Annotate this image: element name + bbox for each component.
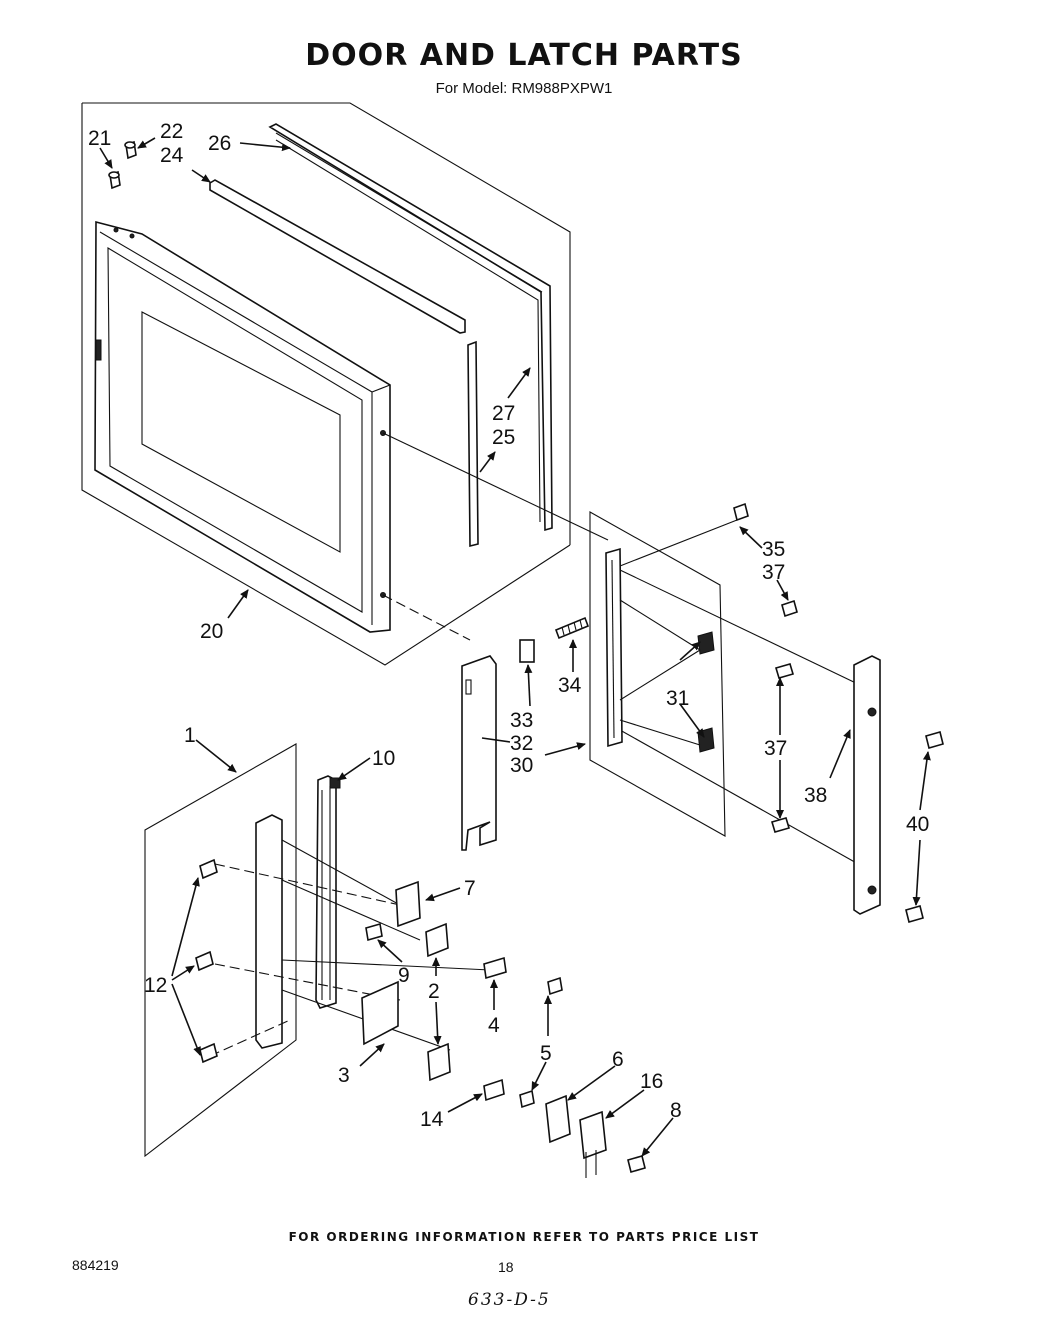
callout-32: 32 [510, 732, 533, 755]
bumper-part-14 [483, 1078, 505, 1102]
callout-33: 33 [510, 709, 533, 732]
latch-plate-group [519, 511, 726, 837]
spring-part-34 [554, 616, 590, 640]
callout-16: 16 [640, 1070, 663, 1093]
latch-bracket-part-30 [605, 547, 623, 748]
document-number: 884219 [72, 1257, 119, 1273]
ordering-note: FOR ORDERING INFORMATION REFER TO PARTS … [288, 1230, 760, 1244]
bracket-part-10 [315, 775, 337, 1009]
callout-1: 1 [184, 724, 196, 747]
screw-part-12 [199, 858, 218, 880]
callout-35: 35 [762, 538, 785, 561]
screw-part-12 [195, 950, 214, 972]
callout-5: 5 [540, 1042, 552, 1065]
switch-part-16 [579, 1110, 607, 1160]
latch-part-33 [519, 639, 535, 663]
leader-lines [99, 137, 931, 1157]
plate-part-3 [361, 980, 399, 1046]
page-title: DOOR AND LATCH PARTS [305, 38, 743, 73]
switch-part-6 [545, 1094, 571, 1144]
callout-34: 34 [558, 674, 582, 697]
screw-part-22 [124, 140, 137, 160]
callout-6: 6 [612, 1048, 624, 1071]
callout-26: 26 [208, 132, 231, 155]
handle-slot [465, 679, 472, 695]
alignment-line [619, 569, 861, 686]
screw-part-21 [108, 170, 121, 190]
trim-bar-part-38 [853, 655, 881, 915]
screw-part-40 [905, 905, 924, 923]
screw-part-35 [619, 502, 749, 567]
choke-side-strip-part-25 [467, 340, 479, 548]
choke-strip-part-24 [209, 179, 466, 334]
screw-part-9 [365, 922, 383, 942]
switch-part-7 [395, 880, 421, 928]
door-seal-part-26 [268, 123, 553, 532]
page-number: 18 [498, 1259, 514, 1275]
callout-30: 30 [510, 754, 533, 777]
callout-21: 21 [88, 127, 111, 150]
latch-assembly-group [144, 743, 491, 1158]
callout-22: 22 [160, 120, 183, 143]
callout-31: 31 [666, 687, 689, 710]
screw-part-8 [627, 1155, 646, 1173]
callout-12: 12 [144, 974, 167, 997]
alignment-line [382, 594, 471, 641]
callout-3: 3 [338, 1064, 350, 1087]
model-subtitle: For Model: RM988PXPW1 [435, 80, 613, 97]
callout-4: 4 [488, 1014, 500, 1037]
door-frame-part [94, 220, 391, 633]
callout-2: 2 [428, 980, 440, 1003]
callout-38: 38 [804, 784, 827, 807]
actuator-part-2 [425, 922, 449, 958]
callout-40: 40 [906, 813, 929, 836]
handwritten-code: 633-D-5 [468, 1290, 551, 1310]
screw-part-37 [771, 817, 790, 833]
door-handle-part-32 [461, 655, 497, 851]
callout-9: 9 [398, 964, 410, 987]
callout-27: 27 [492, 402, 515, 425]
callout-10: 10 [372, 747, 395, 770]
screw-part-37 [781, 599, 798, 618]
callout-25: 25 [492, 426, 515, 449]
screw-part-12 [199, 1042, 218, 1064]
actuator-part-2 [427, 1042, 451, 1082]
callout-14: 14 [420, 1108, 444, 1131]
screw-part-5 [547, 976, 563, 996]
callout-20: 20 [200, 620, 223, 643]
door-assembly-group [81, 102, 571, 666]
screw-part-5b [519, 1089, 535, 1109]
screw-part-37 [775, 663, 794, 679]
bumper-part-4 [483, 956, 507, 980]
callout-37-upper: 37 [762, 561, 785, 584]
callout-37-lower: 37 [764, 737, 787, 760]
latch-hook-part-31 [697, 631, 715, 655]
alignment-line [619, 729, 861, 866]
alignment-line [382, 432, 609, 541]
callout-8: 8 [670, 1099, 682, 1122]
callout-24: 24 [160, 144, 184, 167]
screw-part-40 [925, 731, 944, 749]
mount-plate-part [255, 814, 283, 1049]
callout-7: 7 [464, 877, 476, 900]
